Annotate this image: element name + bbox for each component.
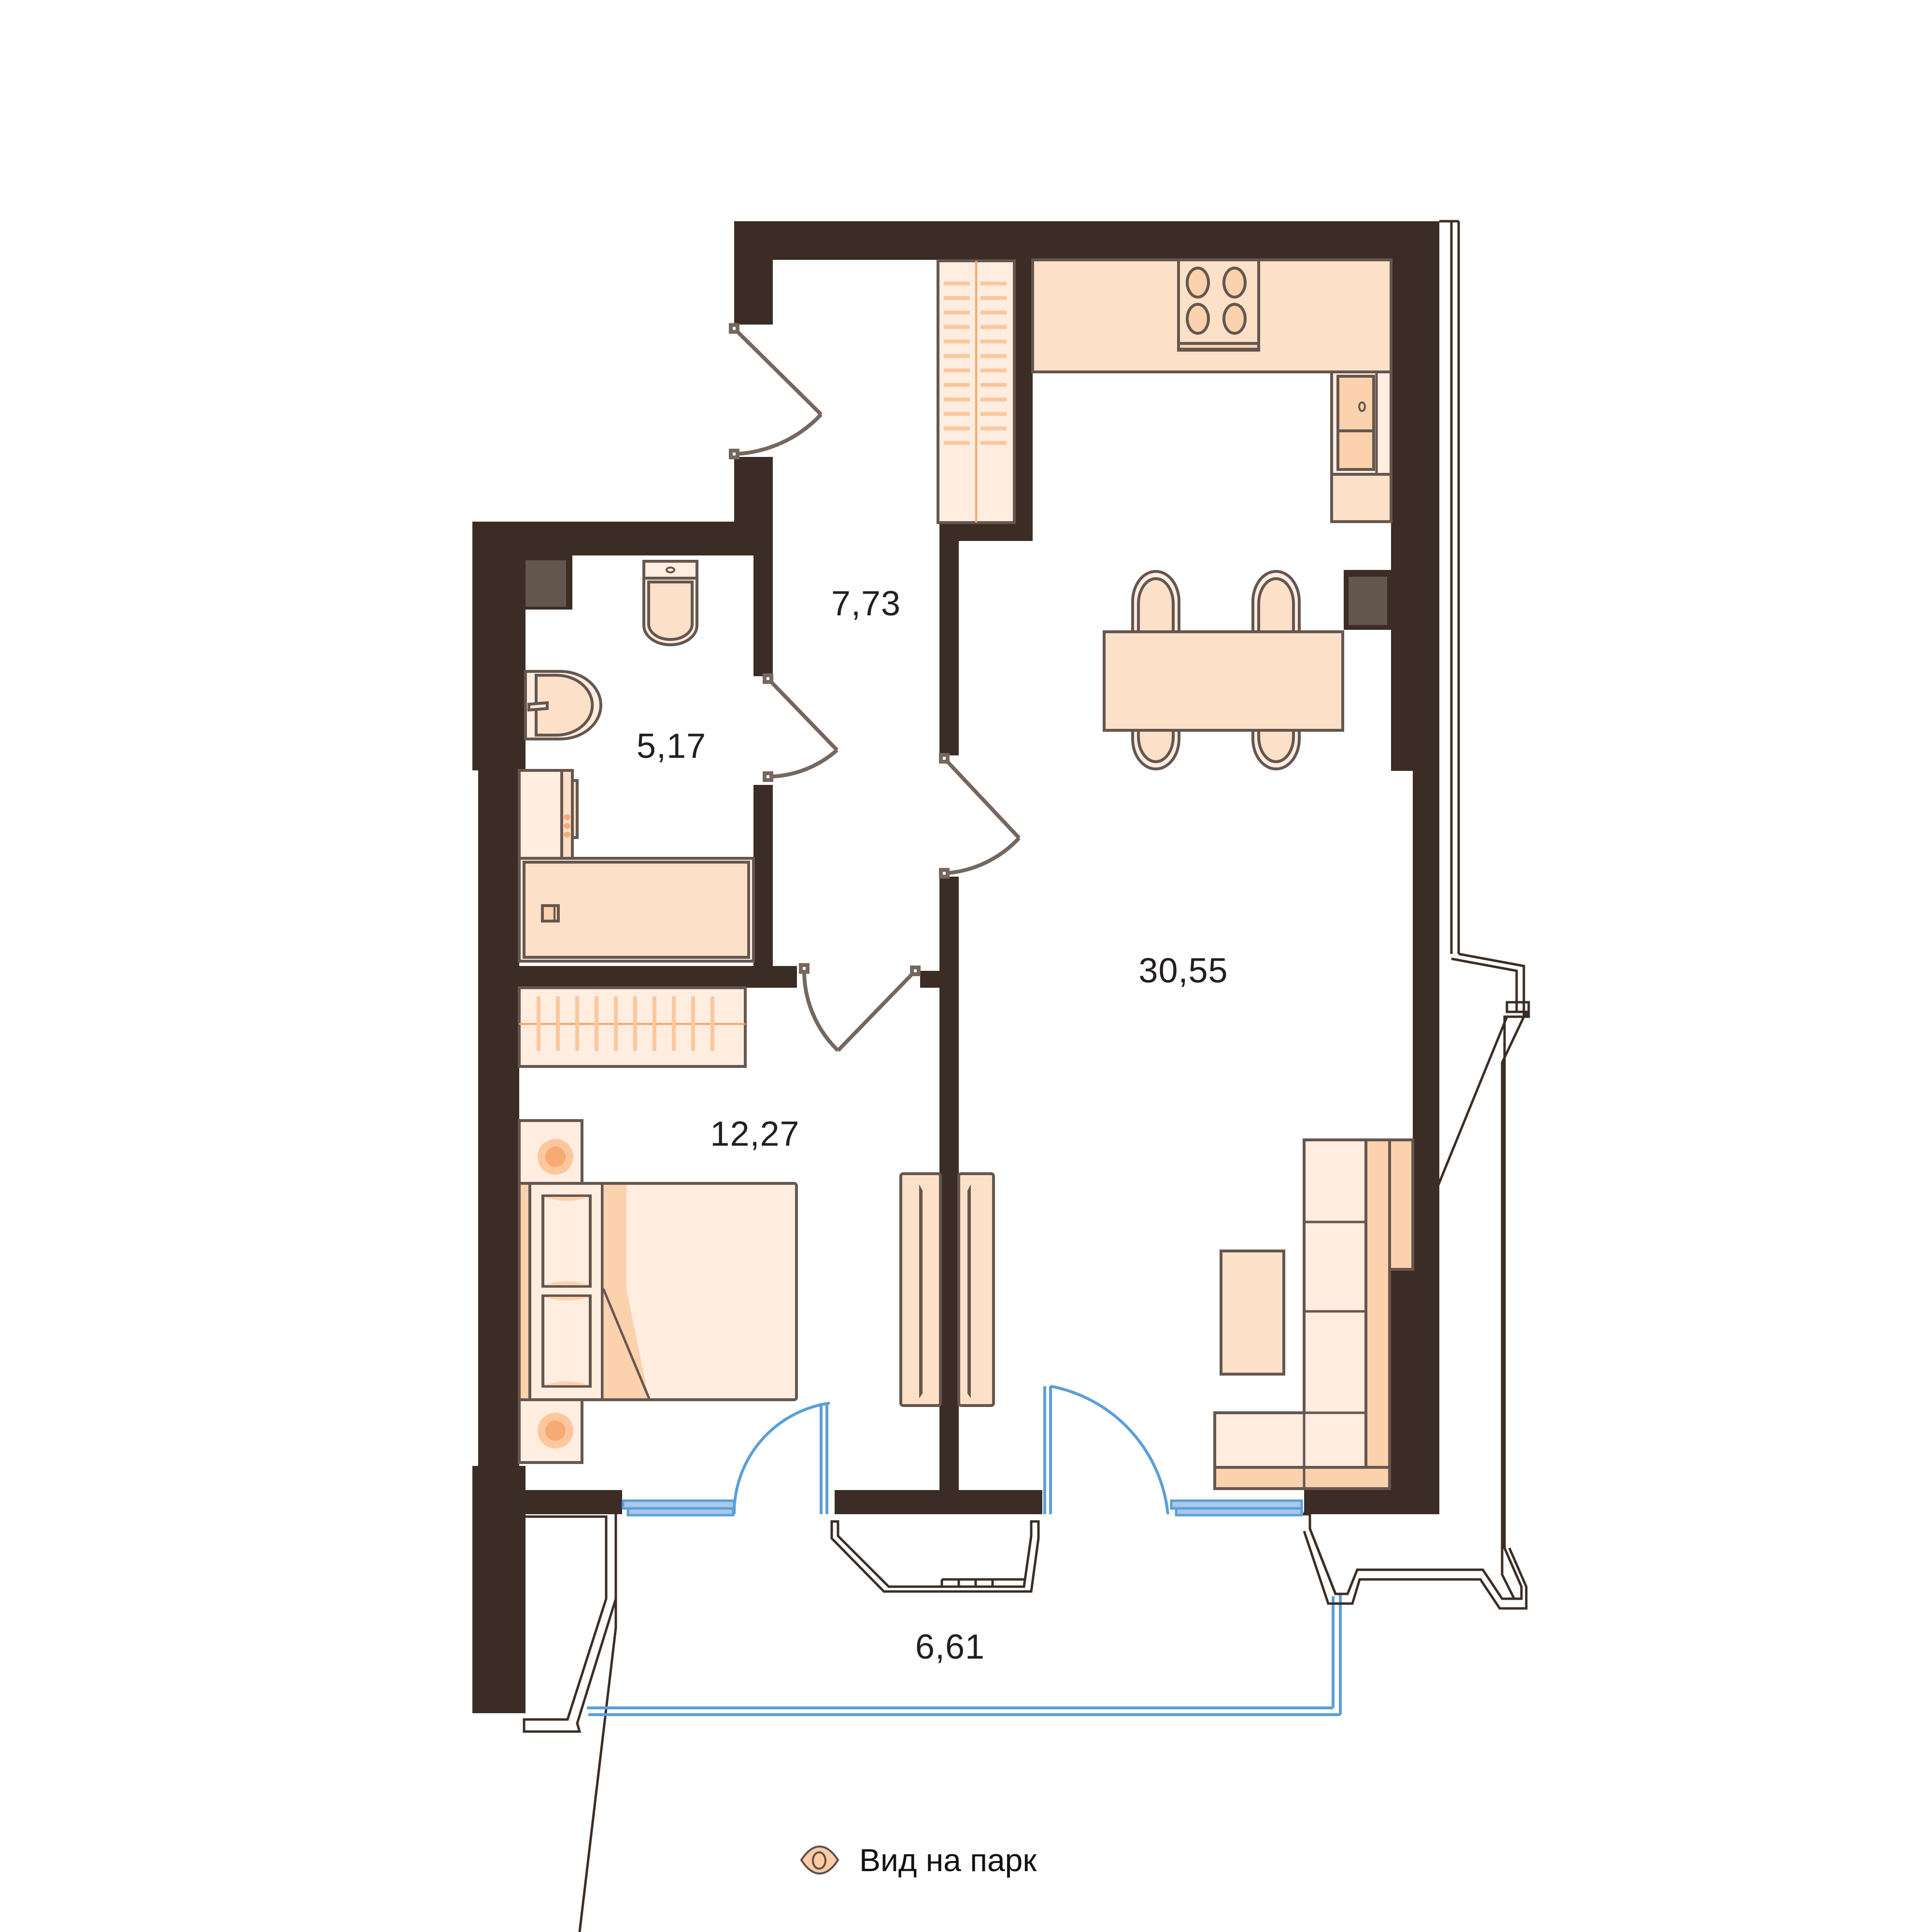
entrance-door[interactable] [729,323,823,459]
toilet [642,560,698,646]
bathroom-door[interactable] [763,673,838,782]
room-area-hallway: 7,73 [831,584,901,623]
room-area-balcony: 6,61 [915,1628,985,1666]
room-area-bedroom: 12,27 [710,1115,800,1153]
washbasin [524,670,602,740]
kitchen-counter-redraw [1031,258,1392,523]
bay-notches [940,1578,1024,1587]
burners [1186,267,1247,335]
tv-units [899,1172,995,1407]
living-door[interactable] [939,753,1021,879]
sink-drain-icon [1358,401,1366,412]
corner-sofa [1213,1138,1414,1490]
living-balcony-door[interactable] [1043,1385,1303,1517]
pillow [541,1194,592,1288]
dining-chair [1251,570,1301,634]
stove-apron [1177,342,1260,351]
nightstand-bottom [518,1398,583,1464]
room-area-kitchen-living: 30,55 [1138,952,1228,990]
walls [472,221,1439,1713]
bedroom-door[interactable] [799,963,921,1052]
bedroom-balcony-door[interactable] [622,1402,830,1517]
bedroom-wardrobe [518,986,747,1068]
room-area-bathroom: 5,17 [636,727,707,766]
dining-set [1103,570,1344,770]
dining-chair [1131,728,1180,770]
legend-label: Вид на парк [859,1842,1037,1878]
nightstand-top [518,1119,583,1185]
coffee-table [1220,1250,1285,1376]
view-legend: Вид на парк [799,1844,1037,1876]
dining-table [1103,630,1344,732]
hallway-wardrobe [937,259,1016,524]
wardrobe-hangers [944,282,1007,445]
pillow [541,1294,592,1388]
dining-chair [1251,728,1301,770]
balcony-glazing [587,1594,1342,1716]
kitchen-sink [1330,370,1392,476]
bathtub [518,857,755,963]
dining-chair [1131,570,1180,634]
eye-icon [800,1845,839,1875]
double-bed [518,1182,798,1401]
washing-machine [518,769,579,860]
